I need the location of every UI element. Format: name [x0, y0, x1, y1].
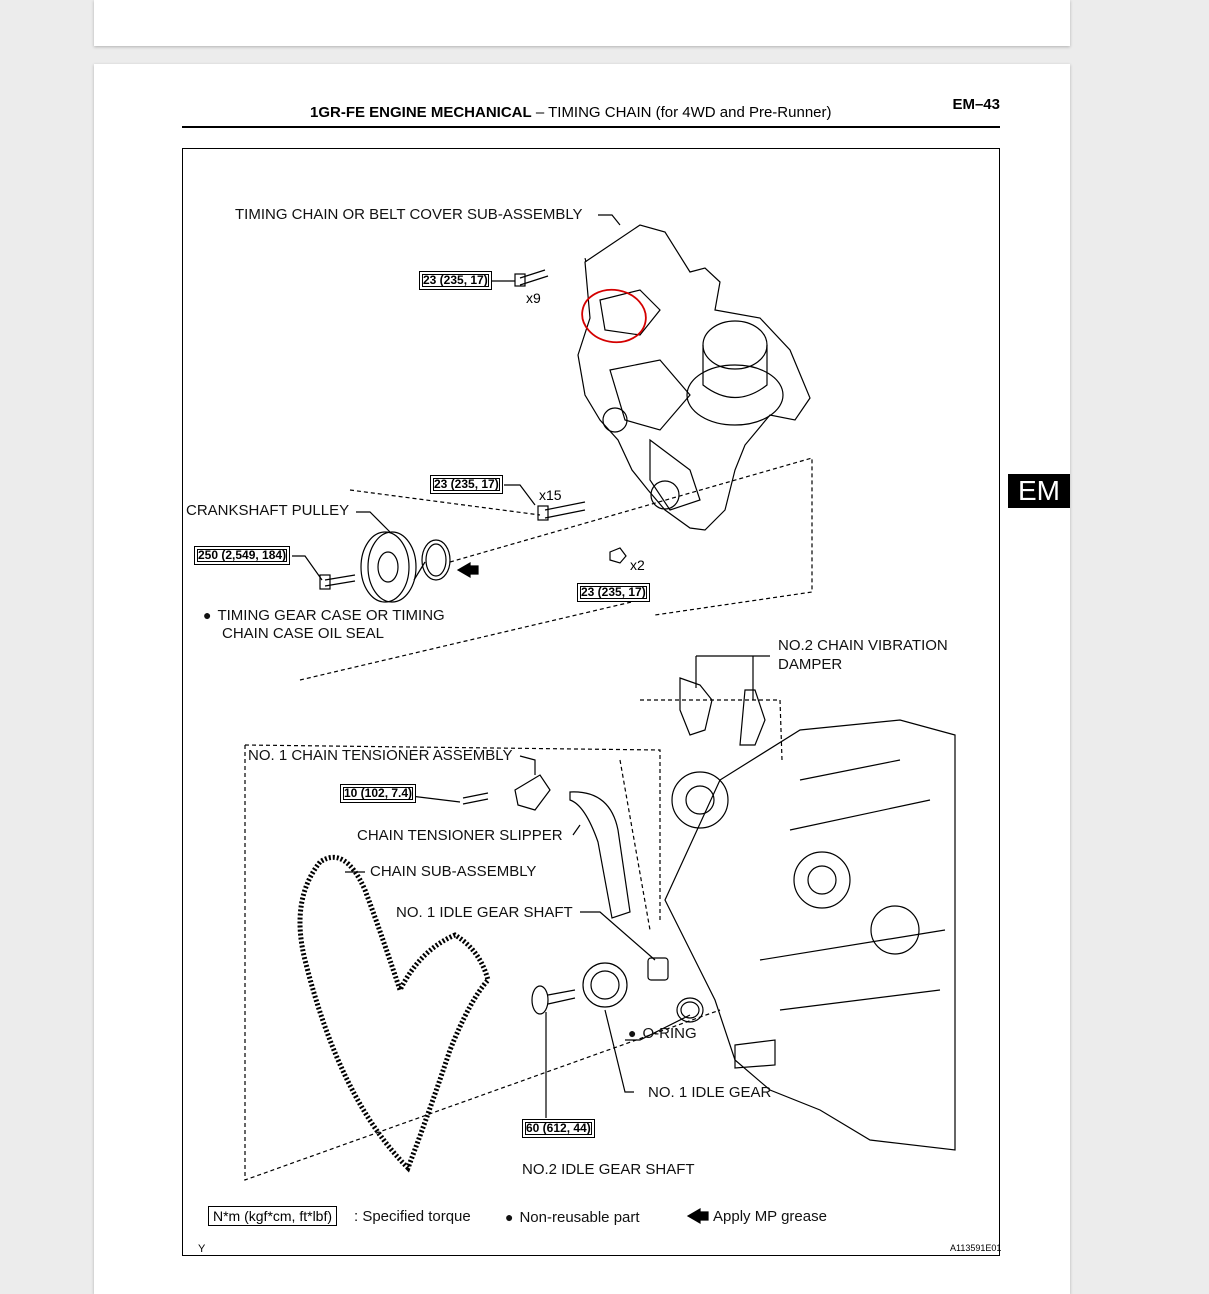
oil-filter-part	[702, 320, 768, 370]
header-title: 1GR-FE ENGINE MECHANICAL – TIMING CHAIN …	[310, 104, 832, 121]
legend-nonreusable: Non-reusable part	[505, 1208, 639, 1227]
label-tensioner: NO. 1 CHAIN TENSIONER ASSEMBLY	[248, 747, 513, 764]
section-tab[interactable]: EM	[1008, 474, 1070, 508]
diagram-frame	[182, 148, 1000, 1256]
label-idle-shaft-1: NO. 1 IDLE GEAR SHAFT	[396, 904, 573, 921]
torque-label: 60 (612, 44)	[522, 1119, 595, 1138]
oil-seal-part	[421, 539, 451, 581]
previous-page	[94, 0, 1070, 46]
chain-slipper-part	[569, 791, 631, 919]
torque-label: 23 (235, 17)	[430, 475, 503, 494]
torque-label: 10 (102, 7.4)	[340, 784, 417, 803]
label-idle-gear: NO. 1 IDLE GEAR	[648, 1084, 772, 1101]
page-header: 1GR-FE ENGINE MECHANICAL – TIMING CHAIN …	[182, 94, 1000, 128]
crankshaft-pulley-part	[360, 531, 410, 603]
timing-chain-part	[297, 855, 491, 1173]
label-damper-2: DAMPER	[778, 656, 843, 673]
header-title-rest: TIMING CHAIN (for 4WD and Pre-Runner)	[548, 104, 832, 121]
engine-block-part	[664, 719, 956, 1151]
legend-torque-text: : Specified torque	[354, 1208, 471, 1225]
quantity-label: x2	[630, 557, 645, 573]
label-slipper: CHAIN TENSIONER SLIPPER	[357, 827, 563, 844]
legend-torque-unit: N*m (kgf*cm, ft*lbf)	[208, 1206, 338, 1226]
torque-label: 250 (2,549, 184)	[194, 546, 291, 565]
page-code: EM–43	[952, 96, 1000, 113]
legend-grease: Apply MP grease	[713, 1208, 827, 1225]
grease-arrow-icon	[456, 561, 479, 579]
label-cover: TIMING CHAIN OR BELT COVER SUB-ASSEMBLY	[235, 206, 583, 223]
torque-label: 23 (235, 17)	[577, 583, 650, 602]
torque-label: 23 (235, 17)	[419, 271, 492, 290]
highlight-circle	[581, 288, 647, 344]
header-separator: –	[535, 104, 545, 121]
quantity-label: x15	[539, 487, 562, 503]
label-oil-seal-2: CHAIN CASE OIL SEAL	[222, 625, 384, 642]
manual-page	[94, 64, 1070, 1294]
label-pulley: CRANKSHAFT PULLEY	[186, 502, 350, 519]
label-damper: NO.2 CHAIN VIBRATION	[778, 637, 948, 654]
footer-code: A113591E01	[950, 1243, 1002, 1253]
footer-left: Y	[198, 1243, 206, 1255]
label-oring: O-RING	[628, 1024, 696, 1043]
header-title-bold: 1GR-FE ENGINE MECHANICAL	[310, 104, 532, 121]
quantity-label: x9	[526, 290, 541, 306]
label-idle-shaft-2: NO.2 IDLE GEAR SHAFT	[522, 1161, 695, 1178]
label-chain: CHAIN SUB-ASSEMBLY	[370, 863, 537, 880]
idle-gear-part	[582, 962, 628, 1008]
label-oil-seal: TIMING GEAR CASE OR TIMING	[203, 606, 444, 625]
